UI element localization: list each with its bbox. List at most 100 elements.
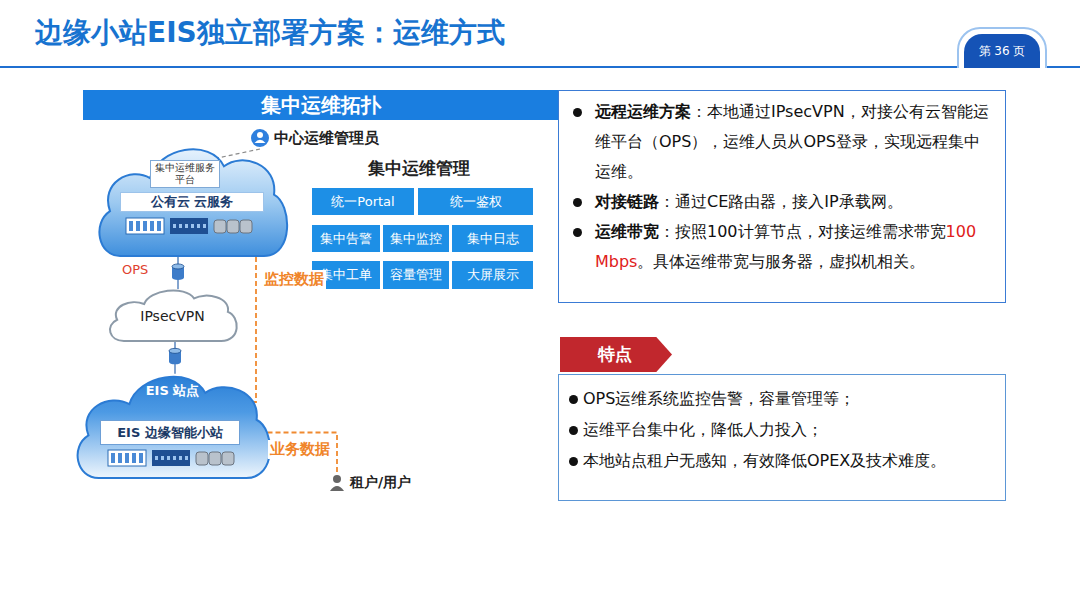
node-text: 集中运维服务平台 bbox=[154, 162, 216, 186]
node-text: 统一Portal bbox=[331, 193, 394, 211]
user-icon bbox=[328, 473, 346, 493]
rack-slot bbox=[143, 221, 147, 231]
info-panel: 远程运维方案：本地通过IPsecVPN，对接公有云智能运维平台（OPS），运维人… bbox=[558, 90, 1006, 303]
node-text: 集中运维拓扑 bbox=[261, 92, 381, 119]
node-text: 集中日志 bbox=[467, 230, 519, 248]
switch-port bbox=[179, 224, 182, 228]
link-cylinder bbox=[169, 348, 181, 364]
edge-station-box: EIS 边缘智能小站 bbox=[100, 420, 240, 445]
function-box: 统一鉴权 bbox=[418, 188, 533, 215]
switch-port bbox=[173, 456, 176, 460]
page-number: 第 36 页 bbox=[962, 43, 1042, 60]
bullet-text: 运维带宽 bbox=[595, 222, 659, 241]
bullet-dot bbox=[569, 395, 578, 404]
bullet-dot bbox=[569, 457, 578, 466]
rack-slot bbox=[136, 221, 140, 231]
switch-port bbox=[155, 456, 158, 460]
function-box: 统一Portal bbox=[312, 188, 414, 215]
node-text: 集中监控 bbox=[390, 230, 442, 248]
node-text: 中心运维管理员 bbox=[274, 129, 379, 148]
storage-disk bbox=[196, 452, 208, 465]
page-title: 边缘小站EIS独立部署方案：运维方式 bbox=[35, 14, 505, 52]
admin-icon-label: 中心运维管理员 bbox=[250, 127, 400, 149]
function-box: 集中监控 bbox=[383, 225, 449, 252]
rack-slot bbox=[157, 221, 161, 231]
feature-panel: OPS运维系统监控告警，容量管理等； 运维平台集中化，降低人力投入； 本地站点租户无… bbox=[558, 374, 1006, 501]
vpn-cloud: IPsecVPN bbox=[105, 285, 240, 341]
bullet-text: ：按照100计算节点，对接运维需求带宽 bbox=[659, 222, 946, 241]
node-text: 租户/用户 bbox=[350, 474, 411, 492]
rack-slot bbox=[129, 221, 133, 231]
switch-port bbox=[191, 224, 194, 228]
platform-box: 集中运维服务平台 bbox=[150, 160, 220, 188]
bullet-item: 对接链路：通过CE路由器，接入IP承载网。 bbox=[567, 187, 995, 217]
node-text: 集中工单 bbox=[320, 266, 372, 284]
cloud-shape bbox=[110, 290, 237, 341]
switch-port bbox=[173, 224, 176, 228]
function-box: 集中日志 bbox=[452, 225, 533, 252]
bullet-item: 运维平台集中化，降低人力投入； bbox=[567, 414, 997, 445]
header-rule bbox=[0, 66, 1080, 68]
bullet-text: ：通过CE路由器，接入IP承载网。 bbox=[659, 192, 903, 211]
section-header-band: 集中运维拓扑 bbox=[83, 90, 558, 120]
storage-disk bbox=[214, 220, 226, 233]
bullet-text: OPS运维系统监控告警，容量管理等； bbox=[583, 389, 855, 408]
node-text: 特点 bbox=[598, 343, 632, 366]
storage-disk bbox=[240, 220, 252, 233]
switch-port bbox=[203, 224, 206, 228]
storage-disk bbox=[209, 452, 221, 465]
switch-port bbox=[185, 456, 188, 460]
network-switch bbox=[152, 450, 190, 466]
switch-port bbox=[185, 224, 188, 228]
server-rack bbox=[108, 450, 146, 466]
user-icon-label: 租户/用户 bbox=[328, 472, 418, 494]
node-text: 公有云 云服务 bbox=[120, 192, 264, 212]
rack-slot bbox=[150, 221, 154, 231]
switch-port bbox=[197, 224, 200, 228]
node-text: 统一鉴权 bbox=[450, 193, 502, 211]
server-rack bbox=[126, 218, 164, 234]
bullet-dot bbox=[573, 108, 582, 117]
flow-label: 业务数据 bbox=[268, 440, 332, 459]
bullet-item: OPS运维系统监控告警，容量管理等； bbox=[567, 383, 997, 414]
bullet-dot bbox=[573, 228, 582, 237]
rack-slot bbox=[139, 453, 143, 463]
bullet-text: 本地站点租户无感知，有效降低OPEX及技术难度。 bbox=[583, 451, 946, 470]
storage-disk bbox=[227, 220, 239, 233]
public-cloud: 公有云 云服务 集中运维服务平台 bbox=[92, 138, 292, 256]
bullet-dot bbox=[573, 198, 582, 207]
bullet-text: 对接链路 bbox=[595, 192, 659, 211]
switch-port bbox=[161, 456, 164, 460]
bullet-text: 。具体运维带宽与服务器，虚拟机相关。 bbox=[637, 252, 925, 271]
storage-disk bbox=[222, 452, 234, 465]
node-text: IPsecVPN bbox=[140, 308, 204, 324]
cloud-shape bbox=[99, 149, 287, 256]
node-text: 大屏展示 bbox=[467, 266, 519, 284]
bullet-dot bbox=[569, 426, 578, 435]
link-label: OPS bbox=[122, 262, 148, 277]
bullet-text: 运维平台集中化，降低人力投入； bbox=[583, 420, 823, 439]
node-text: EIS 边缘智能小站 bbox=[117, 424, 223, 442]
function-box: 大屏展示 bbox=[452, 261, 533, 289]
rack-slot bbox=[132, 453, 136, 463]
bullet-item: 本地站点租户无感知，有效降低OPEX及技术难度。 bbox=[567, 445, 997, 476]
rack-slot bbox=[125, 453, 129, 463]
switch-port bbox=[179, 456, 182, 460]
bullet-item: 远程运维方案：本地通过IPsecVPN，对接公有云智能运维平台（OPS），运维人… bbox=[567, 97, 995, 187]
site-cloud: EIS 站点 EIS 边缘智能小站 bbox=[70, 366, 275, 478]
function-box: 容量管理 bbox=[383, 261, 449, 289]
flow-label: 监控数据 bbox=[262, 270, 326, 289]
bullet-item: 运维带宽：按照100计算节点，对接运维需求带宽100 Mbps。具体运维带宽与服… bbox=[567, 217, 995, 277]
page-badge-outline bbox=[958, 28, 1046, 68]
function-box: 集中告警 bbox=[312, 225, 380, 252]
feature-tag: 特点 bbox=[560, 337, 672, 372]
node-text: 容量管理 bbox=[390, 266, 442, 284]
bullet-text: 远程运维方案 bbox=[595, 102, 691, 121]
rack-slot bbox=[111, 453, 115, 463]
link-cylinder bbox=[172, 264, 184, 280]
node-text: EIS 站点 bbox=[70, 382, 275, 400]
node-text: 集中告警 bbox=[320, 230, 372, 248]
group-heading: 集中运维管理 bbox=[368, 157, 470, 180]
